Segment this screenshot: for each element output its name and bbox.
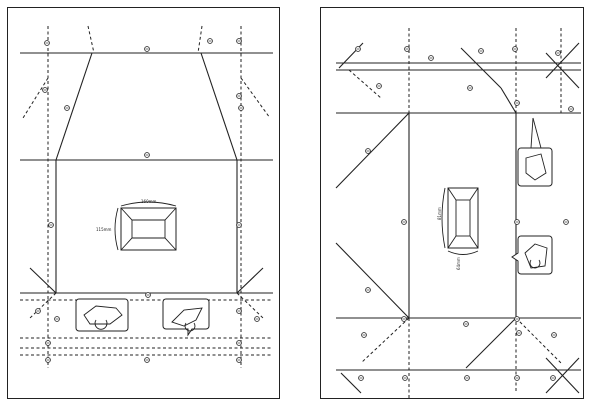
registration-mark xyxy=(514,316,520,322)
registration-mark xyxy=(44,40,50,46)
cut-guide xyxy=(29,292,57,319)
fold-flap-icon xyxy=(517,117,553,187)
registration-mark xyxy=(355,46,361,52)
flap-edge xyxy=(236,267,264,294)
flap-edge xyxy=(55,52,93,161)
flap-edge xyxy=(545,357,580,394)
small-template-diagram: 81mm 64mm xyxy=(335,28,581,400)
registration-mark xyxy=(144,357,150,363)
width-dimension-label: 81mm xyxy=(437,207,442,220)
flap-edge xyxy=(335,112,410,189)
rotate-flap-icon xyxy=(511,235,553,275)
flap-edge xyxy=(460,47,502,89)
envelope-template-small: 81mm 64mm xyxy=(320,7,584,400)
registration-mark xyxy=(563,219,569,225)
registration-mark xyxy=(236,93,242,99)
cut-guide xyxy=(197,25,203,54)
registration-mark xyxy=(514,375,520,381)
flap-edge xyxy=(545,42,580,79)
flap-edge xyxy=(340,372,362,394)
registration-mark xyxy=(401,316,407,322)
registration-mark xyxy=(428,55,434,61)
registration-mark xyxy=(467,85,473,91)
registration-mark xyxy=(401,219,407,225)
width-dimension-label: 160mm xyxy=(141,199,157,204)
registration-mark xyxy=(236,308,242,314)
registration-mark xyxy=(365,148,371,154)
registration-marks xyxy=(355,46,574,381)
flap-edge xyxy=(335,242,410,319)
registration-mark xyxy=(236,357,242,363)
registration-mark xyxy=(35,308,41,314)
registration-mark xyxy=(376,83,382,89)
height-dimension-label: 64mm xyxy=(456,257,461,270)
registration-mark xyxy=(45,340,51,346)
cut-guide xyxy=(87,25,95,54)
registration-mark xyxy=(254,316,260,322)
registration-mark xyxy=(516,330,522,336)
registration-mark xyxy=(144,152,150,158)
flap-edge xyxy=(545,52,580,89)
envelope-pictogram: 81mm 64mm xyxy=(437,187,479,270)
registration-mark xyxy=(238,105,244,111)
flap-edge xyxy=(29,267,57,294)
registration-mark xyxy=(551,332,557,338)
cut-guide xyxy=(515,317,562,364)
registration-mark xyxy=(402,375,408,381)
registration-mark xyxy=(463,321,469,327)
flap-edge xyxy=(200,52,238,161)
registration-mark xyxy=(361,332,367,338)
fold-over-rotate-icon xyxy=(75,298,129,332)
cut-guide xyxy=(348,69,382,99)
flap-edge xyxy=(500,87,517,114)
registration-mark xyxy=(358,375,364,381)
registration-mark xyxy=(514,100,520,106)
cut-guide xyxy=(360,317,410,364)
registration-mark xyxy=(404,46,410,52)
flap-edge xyxy=(465,317,517,369)
registration-mark xyxy=(236,38,242,44)
height-dimension-label: 115mm xyxy=(96,227,112,232)
registration-mark xyxy=(464,375,470,381)
registration-mark xyxy=(555,50,561,56)
envelope-pictogram: 160mm 115mm xyxy=(96,199,177,251)
large-template-diagram: 160mm 115mm xyxy=(20,25,273,368)
registration-mark xyxy=(144,46,150,52)
cut-guide xyxy=(22,77,49,119)
cut-guide xyxy=(236,292,264,319)
registration-mark xyxy=(48,222,54,228)
registration-mark xyxy=(42,87,48,93)
cut-guide xyxy=(240,77,271,119)
registration-mark xyxy=(568,106,574,112)
registration-mark xyxy=(236,222,242,228)
registration-mark xyxy=(365,287,371,293)
registration-mark xyxy=(236,340,242,346)
registration-mark xyxy=(45,357,51,363)
registration-mark xyxy=(514,219,520,225)
registration-mark xyxy=(64,105,70,111)
registration-marks xyxy=(35,38,260,363)
registration-mark xyxy=(54,316,60,322)
registration-mark xyxy=(512,46,518,52)
registration-mark xyxy=(550,375,556,381)
fold-down-icon xyxy=(162,298,210,337)
registration-mark xyxy=(478,48,484,54)
registration-mark xyxy=(207,38,213,44)
registration-mark xyxy=(145,292,151,298)
envelope-template-large: 160mm 115mm xyxy=(7,7,280,399)
